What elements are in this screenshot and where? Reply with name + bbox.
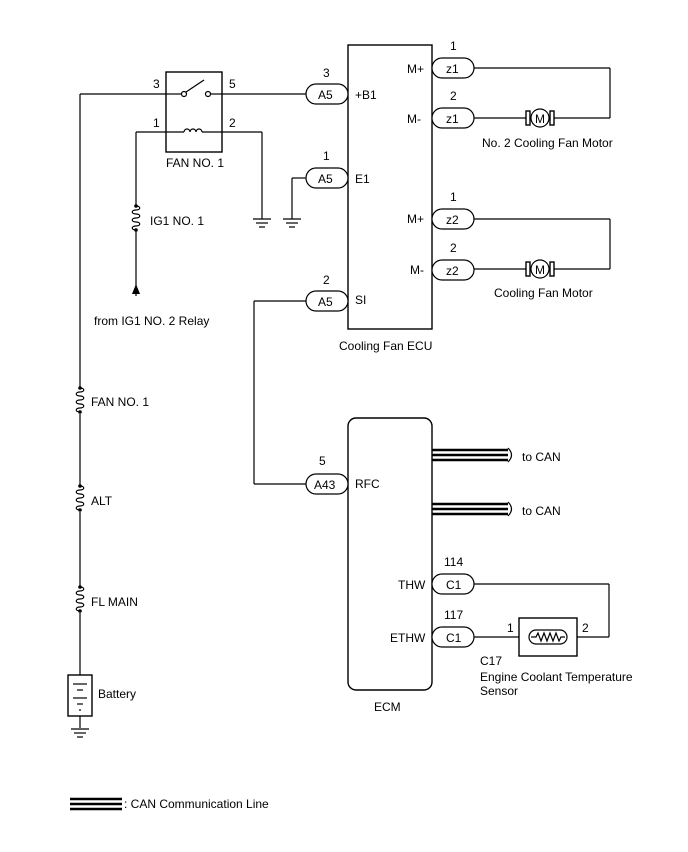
no2-cooling-fan-motor-label: No. 2 Cooling Fan Motor xyxy=(482,136,613,150)
fuse-fl-main xyxy=(75,585,85,613)
fuse-fan-no1 xyxy=(75,386,85,414)
ecm-label: ECM xyxy=(374,700,401,714)
a5-b1-pin: 3 xyxy=(323,66,330,80)
a43-rfc-connector xyxy=(305,473,349,495)
no2-motor-circuit xyxy=(474,67,611,119)
z2-mminus-terminal: M- xyxy=(410,263,424,277)
si-rfc-wire xyxy=(253,300,306,485)
relay-pin-5: 5 xyxy=(229,77,236,91)
source-label: from IG1 NO. 2 Relay xyxy=(94,314,209,328)
a5-si-terminal: SI xyxy=(355,293,366,307)
ground-icon xyxy=(71,728,89,738)
z1-mminus-terminal: M- xyxy=(407,112,421,126)
sensor-pin-1: 1 xyxy=(507,621,514,635)
ecm-box xyxy=(347,417,433,691)
cooling-fan-ecu-label: Cooling Fan ECU xyxy=(339,339,432,353)
a5-b1-conn-label: A5 xyxy=(318,88,333,102)
can-line-2 xyxy=(432,501,513,517)
z2-mplus-conn-label: z2 xyxy=(446,213,459,227)
cooling-fan-ecu-box xyxy=(347,44,433,330)
a5-si-conn-label: A5 xyxy=(318,295,333,309)
z2-mplus-pin: 1 xyxy=(450,190,457,204)
fuse-alt-label: ALT xyxy=(91,494,113,508)
to-can-1-label: to CAN xyxy=(522,450,561,464)
motor-symbol: M xyxy=(535,263,545,277)
battery-main-line xyxy=(79,93,166,728)
relay-label: FAN NO. 1 xyxy=(166,156,224,170)
a5-si-pin: 2 xyxy=(323,273,330,287)
relay-ground-wire xyxy=(222,131,271,228)
fan-no1-relay xyxy=(165,71,223,153)
sensor-name-line2: Sensor xyxy=(480,684,518,698)
motor-icon xyxy=(525,108,555,128)
to-can-2-label: to CAN xyxy=(522,504,561,518)
battery-icon xyxy=(67,674,93,717)
a43-rfc-pin: 5 xyxy=(319,454,326,468)
fuse-ig1-no1-label: IG1 NO. 1 xyxy=(150,214,204,228)
c1-thw-pin: 114 xyxy=(444,555,463,569)
ig1-line xyxy=(131,131,166,296)
z1-mplus-terminal: M+ xyxy=(407,62,424,76)
no2-motor-symbol: M xyxy=(535,112,545,126)
z2-mplus-terminal: M+ xyxy=(407,212,424,226)
cooling-fan-motor-label: Cooling Fan Motor xyxy=(494,286,593,300)
fuse-alt xyxy=(75,484,85,512)
z1-mplus-conn-label: z1 xyxy=(446,62,459,76)
thermistor-icon xyxy=(518,617,578,657)
fuse-fan-no1-label: FAN NO. 1 xyxy=(91,395,149,409)
can-line-1 xyxy=(432,447,513,463)
can-legend-symbol xyxy=(70,797,122,811)
a5-e1-pin: 1 xyxy=(323,149,330,163)
can-legend-label: : CAN Communication Line xyxy=(124,797,269,811)
motor-icon xyxy=(525,259,555,279)
sensor-circuit xyxy=(474,583,610,638)
c1-thw-terminal: THW xyxy=(398,578,426,592)
a5-e1-conn-label: A5 xyxy=(318,172,333,186)
a43-rfc-conn-label: A43 xyxy=(314,478,336,492)
z2-mminus-conn-label: z2 xyxy=(446,264,459,278)
relay-pin-1: 1 xyxy=(153,116,160,130)
z1-mminus-conn-label: z1 xyxy=(446,112,459,126)
sensor-name-line1: Engine Coolant Temperature xyxy=(480,670,633,684)
z2-mminus-pin: 2 xyxy=(450,241,457,255)
relay-pin-3: 3 xyxy=(153,77,160,91)
battery-label: Battery xyxy=(98,687,136,701)
motor-circuit xyxy=(474,218,611,270)
relay-pin-2: 2 xyxy=(229,116,236,130)
c1-ethw-pin: 117 xyxy=(444,608,463,622)
fuse-fl-main-label: FL MAIN xyxy=(91,595,138,609)
e1-ground-wire xyxy=(283,177,306,228)
sensor-code: C17 xyxy=(480,654,502,668)
a5-e1-terminal: E1 xyxy=(355,172,370,186)
c1-thw-conn-label: C1 xyxy=(446,578,462,592)
c1-ethw-conn-label: C1 xyxy=(446,631,462,645)
z1-mminus-pin: 2 xyxy=(450,89,457,103)
a5-b1-connector xyxy=(305,83,349,105)
a43-rfc-terminal: RFC xyxy=(355,477,380,491)
z1-mplus-pin: 1 xyxy=(450,39,457,53)
z2-mminus-connector xyxy=(431,259,475,281)
c1-ethw-terminal: ETHW xyxy=(390,631,426,645)
sensor-pin-2: 2 xyxy=(582,621,589,635)
a5-b1-terminal: +B1 xyxy=(355,88,377,102)
